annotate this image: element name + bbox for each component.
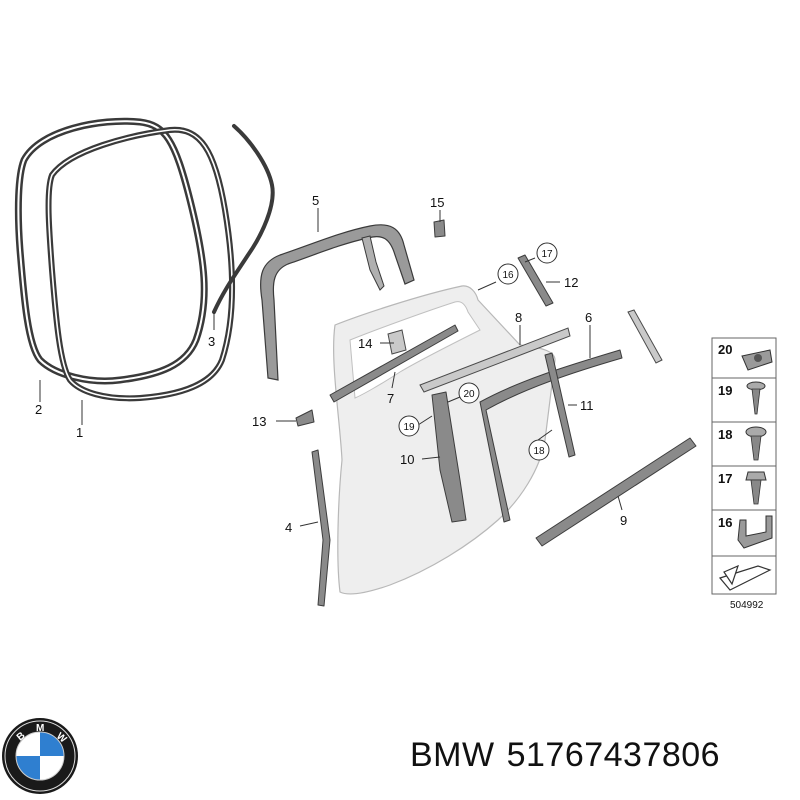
circled-callout-17: 17	[536, 242, 558, 264]
door-seal-outer	[14, 117, 208, 385]
legend-item-16: 16	[718, 515, 732, 530]
callout-7: 7	[387, 391, 394, 406]
callout-8: 8	[515, 310, 522, 325]
part-12-strip	[517, 254, 554, 307]
callout-10: 10	[400, 452, 414, 467]
part-5-window-frame	[259, 224, 415, 381]
callout-2: 2	[35, 402, 42, 417]
leader-lines	[39, 208, 623, 527]
callout-14: 14	[358, 336, 372, 351]
part-10-trim	[431, 391, 467, 523]
svg-text:16: 16	[502, 270, 514, 281]
door-seal-inner	[45, 126, 236, 402]
part-11-strip	[544, 352, 576, 458]
flange-screw-icon	[745, 426, 767, 461]
callout-labels: 1 2 3 4 5 6 7 8 9 10 11 12 13 14 15	[35, 193, 627, 535]
callout-15: 15	[430, 195, 444, 210]
part-14-clip	[387, 329, 407, 355]
legend-item-18: 18	[718, 427, 732, 442]
part-6-strip	[479, 349, 623, 523]
circled-callouts: 16 17 18 19 20	[398, 242, 558, 461]
part-number: 51767437806	[506, 736, 721, 774]
part-3-strip	[212, 124, 275, 314]
svg-text:17: 17	[541, 249, 553, 260]
arrow-icon	[718, 564, 772, 591]
circled-callout-19: 19	[398, 415, 420, 437]
screw-icon	[746, 381, 766, 415]
bmw-logo: B M W	[2, 718, 78, 794]
part-13-clip	[295, 409, 315, 427]
svg-text:20: 20	[463, 389, 475, 400]
part-4-strip	[311, 449, 331, 607]
part-9-strip	[535, 437, 697, 547]
part-8-strip	[419, 327, 571, 393]
svg-text:M: M	[36, 723, 44, 734]
callout-5: 5	[312, 193, 319, 208]
callout-9: 9	[620, 513, 627, 528]
callout-13: 13	[252, 414, 266, 429]
circled-callout-18: 18	[528, 439, 550, 461]
clip-icon	[737, 515, 773, 549]
diagram-reference-number: 504992	[730, 600, 764, 611]
part-6-end-strip	[627, 309, 663, 364]
fastener-legend: 20 19 18 17 16	[711, 337, 777, 611]
hex-screw-icon	[745, 471, 767, 505]
part-15-clip	[433, 219, 446, 238]
callout-3: 3	[208, 334, 215, 349]
part-caption: BMW 51767437806	[410, 736, 732, 775]
legend-item-20: 20	[718, 342, 732, 357]
legend-item-19: 19	[718, 383, 732, 398]
clip-nut-icon	[741, 349, 773, 371]
circled-callout-20: 20	[458, 382, 480, 404]
legend-item-17: 17	[718, 471, 732, 486]
circled-callout-16: 16	[497, 263, 519, 285]
part-7-strip	[329, 324, 459, 403]
callout-11: 11	[580, 398, 594, 413]
brand-name: BMW	[410, 736, 495, 774]
callout-6: 6	[585, 310, 592, 325]
svg-text:19: 19	[403, 422, 415, 433]
callout-4: 4	[285, 520, 292, 535]
svg-text:18: 18	[533, 446, 545, 457]
callout-1: 1	[76, 425, 83, 440]
callout-12: 12	[564, 275, 578, 290]
